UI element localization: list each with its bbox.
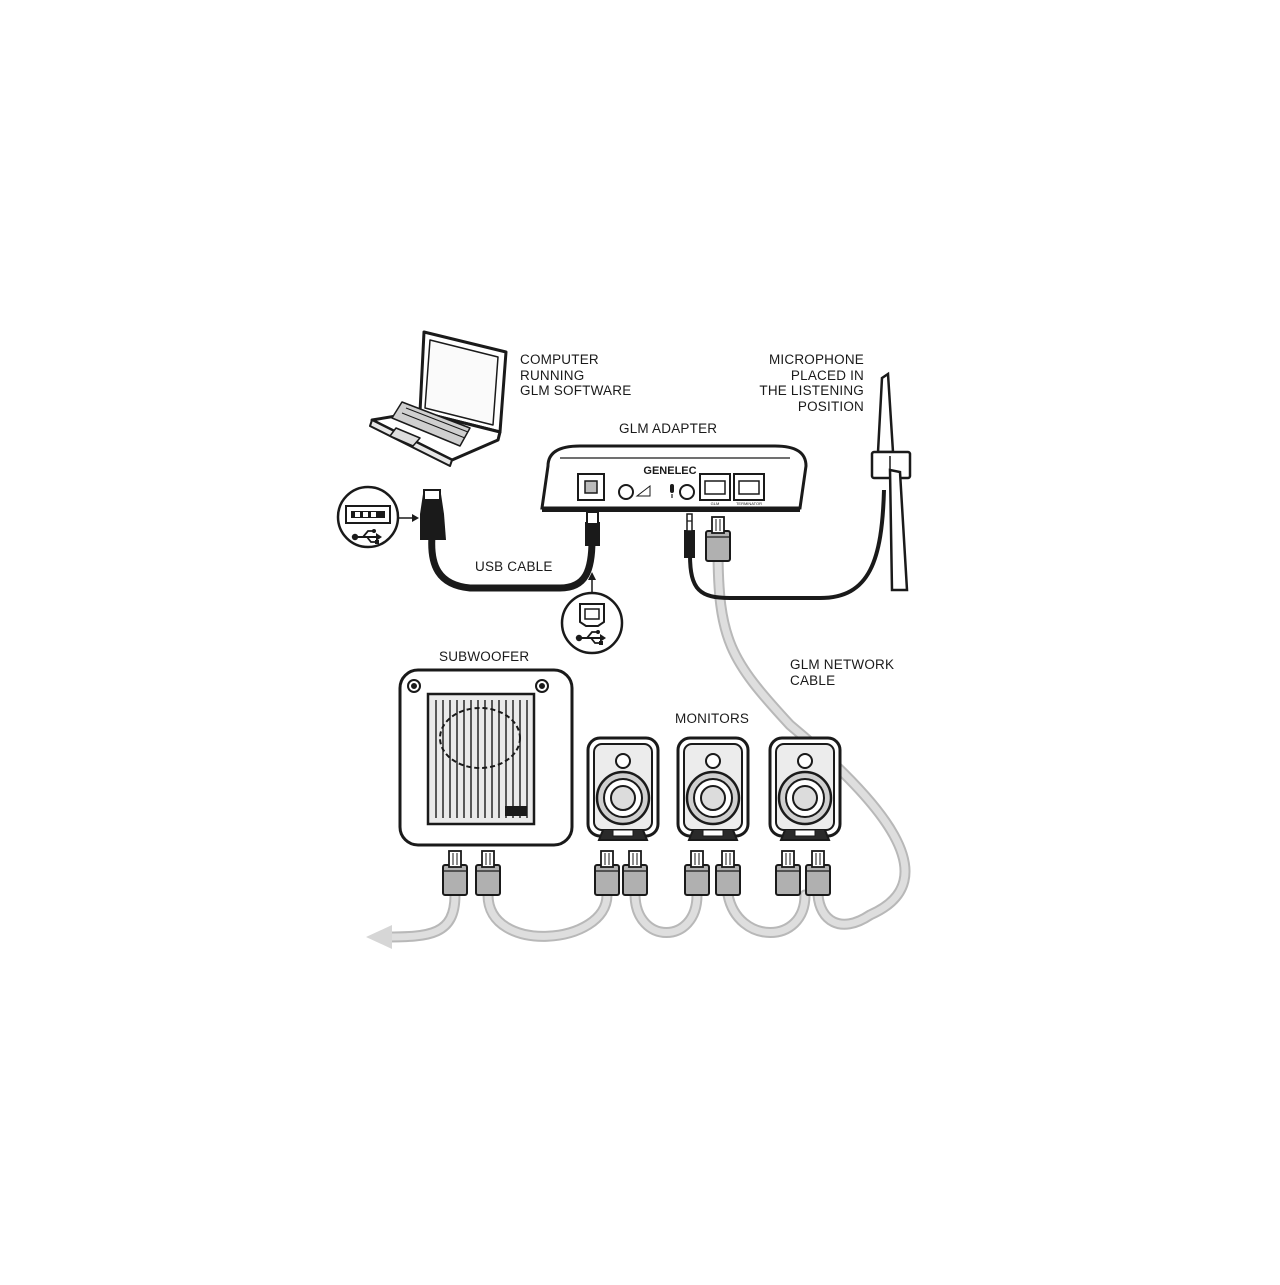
led-indicator: [618, 484, 634, 500]
label-computer: COMPUTER RUNNING GLM SOFTWARE: [520, 352, 631, 399]
microphone-cable: [684, 489, 886, 600]
rj45-plug-icon: [715, 850, 741, 896]
laptop-icon: [369, 330, 508, 467]
glm-adapter-device: [540, 444, 808, 512]
label-network-line-1: GLM NETWORK: [790, 657, 895, 672]
label-subwoofer: SUBWOOFER: [439, 649, 530, 664]
microphone-icon: [670, 484, 674, 498]
rj45-plug-icon: [705, 516, 731, 562]
adapter-brand: GENELEC: [643, 465, 696, 477]
usb-b-plug-icon: [585, 522, 600, 546]
rj45-plug-icon: [805, 850, 831, 896]
label-microphone: MICROPHONE PLACED IN THE LISTENING POSIT…: [752, 352, 864, 414]
rj45-plug-icon: [594, 850, 620, 896]
speaker-icon-3: [768, 736, 842, 842]
label-computer-line-1: COMPUTER: [520, 352, 599, 367]
label-monitors: MONITORS: [675, 711, 750, 726]
subwoofer-icon: [398, 668, 574, 847]
rj45-plug-icon: [475, 850, 501, 896]
rj45-plug-icon: [684, 850, 710, 896]
usb-b-port-icon-callout: [560, 572, 624, 655]
label-network-line-2: CABLE: [790, 672, 836, 688]
mic-jack-port: [679, 484, 695, 500]
usb-b-port-icon: [577, 473, 605, 501]
measurement-microphone: [870, 371, 912, 592]
label-microphone-line-4: POSITION: [797, 398, 864, 414]
glm-network-cable: [366, 542, 911, 949]
label-usb-cable: USB CABLE: [475, 559, 553, 574]
arrow-left-icon: [366, 925, 392, 949]
label-microphone-line-3: THE LISTENING: [759, 383, 864, 398]
label-glm-adapter: GLM ADAPTER: [619, 421, 718, 436]
rj45-port-terminator: [733, 473, 765, 501]
speaker-icon-2: [676, 736, 750, 842]
label-microphone-line-2: PLACED IN: [790, 367, 864, 383]
label-glm-network-cable: GLM NETWORK CABLE: [790, 657, 894, 688]
rj45-plug-icon: [775, 850, 801, 896]
rj45-port-glm: [699, 473, 731, 501]
usb-cable: [420, 489, 600, 592]
usb-a-port-icon: [336, 485, 419, 549]
label-computer-line-2: RUNNING: [520, 367, 585, 383]
label-computer-line-3: GLM SOFTWARE: [520, 383, 632, 398]
adapter-port-terminator-label: TERMINATOR: [736, 501, 762, 506]
label-microphone-line-1: MICROPHONE: [768, 352, 864, 367]
rj45-plug-icon: [442, 850, 468, 896]
usb-a-plug-icon: [420, 494, 446, 540]
adapter-port-glm-label: GLM: [711, 501, 720, 506]
rj45-plug-icon: [622, 850, 648, 896]
speaker-icon-1: [586, 736, 660, 842]
